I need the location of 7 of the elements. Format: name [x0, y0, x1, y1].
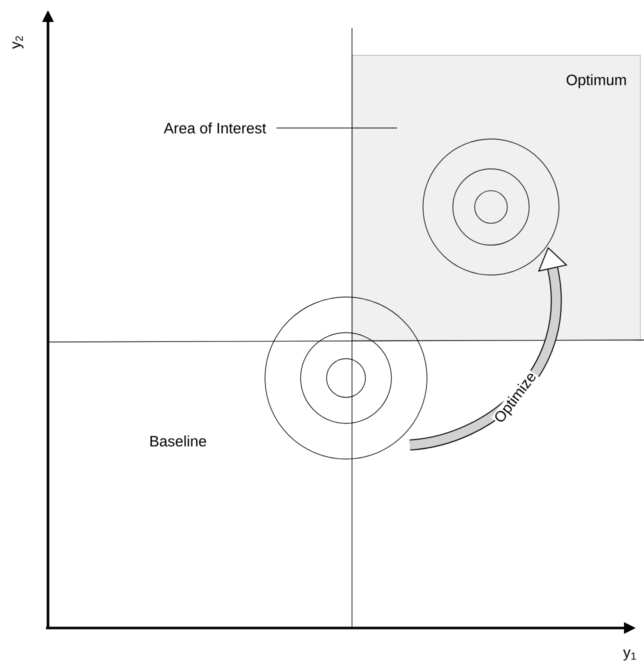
target-circles: [422, 138, 560, 276]
axis-label: y$_{2}$: [12, 36, 24, 49]
target-circles: [264, 296, 428, 460]
axis-label: y$_{1}$: [623, 650, 636, 661]
region-label: Area of Interest: [164, 122, 266, 134]
shaded-region: Optimum: [352, 55, 641, 341]
region-label: Baseline: [150, 436, 206, 446]
